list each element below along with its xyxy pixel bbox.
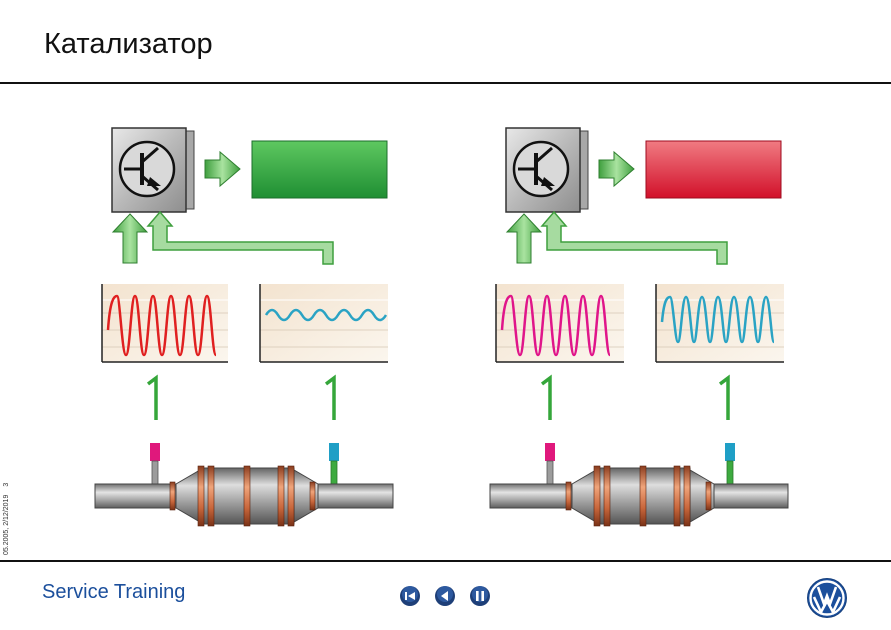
output-arrow-left <box>204 150 241 188</box>
signal-arrow-upstream-right <box>505 213 543 264</box>
catalytic-converter-right <box>489 465 789 527</box>
vw-logo-icon <box>807 578 847 618</box>
nav-first-button[interactable] <box>399 585 421 607</box>
indicator-ok-left <box>251 140 388 199</box>
brand-label: Service Training <box>42 581 186 603</box>
wave-upstream-left <box>106 294 218 357</box>
first-icon <box>400 586 420 606</box>
wave-downstream-left <box>264 308 388 322</box>
indicator-fault-right <box>645 140 782 199</box>
page-title: Катализатор <box>44 28 213 60</box>
back-icon <box>435 586 455 606</box>
chart-upstream-right <box>495 284 624 363</box>
wave-upstream-right <box>500 294 612 357</box>
signal-line-downstream-left <box>146 210 334 265</box>
catalyst-diagram <box>94 127 789 527</box>
catalytic-converter-left <box>94 465 394 527</box>
signal-line-downstream-right <box>540 210 728 265</box>
wave-downstream-right <box>660 295 776 344</box>
signal-squiggle-upstream-right <box>540 374 552 420</box>
signal-squiggle-downstream-right <box>718 374 730 420</box>
sensor-downstream-left <box>329 443 339 461</box>
output-arrow-right <box>598 150 635 188</box>
chart-downstream-left <box>259 284 388 363</box>
diagram-right <box>489 127 789 527</box>
transistor-icon <box>512 140 570 198</box>
signal-squiggle-downstream-left <box>324 374 336 420</box>
diagram-left <box>94 127 394 527</box>
sensor-downstream-right <box>725 443 735 461</box>
chart-upstream-left <box>101 284 228 363</box>
footer-divider <box>0 560 891 562</box>
control-unit-right <box>505 127 589 213</box>
sensor-upstream-left <box>150 443 160 461</box>
control-unit-left <box>111 127 195 213</box>
nav-pause-button[interactable] <box>469 585 491 607</box>
chart-downstream-right <box>655 284 784 363</box>
nav-back-button[interactable] <box>434 585 456 607</box>
sensor-upstream-right <box>545 443 555 461</box>
header-divider <box>0 82 891 84</box>
signal-squiggle-upstream-left <box>146 374 158 420</box>
transistor-icon <box>118 140 176 198</box>
pause-icon <box>470 586 490 606</box>
signal-arrow-upstream-left <box>111 213 149 264</box>
